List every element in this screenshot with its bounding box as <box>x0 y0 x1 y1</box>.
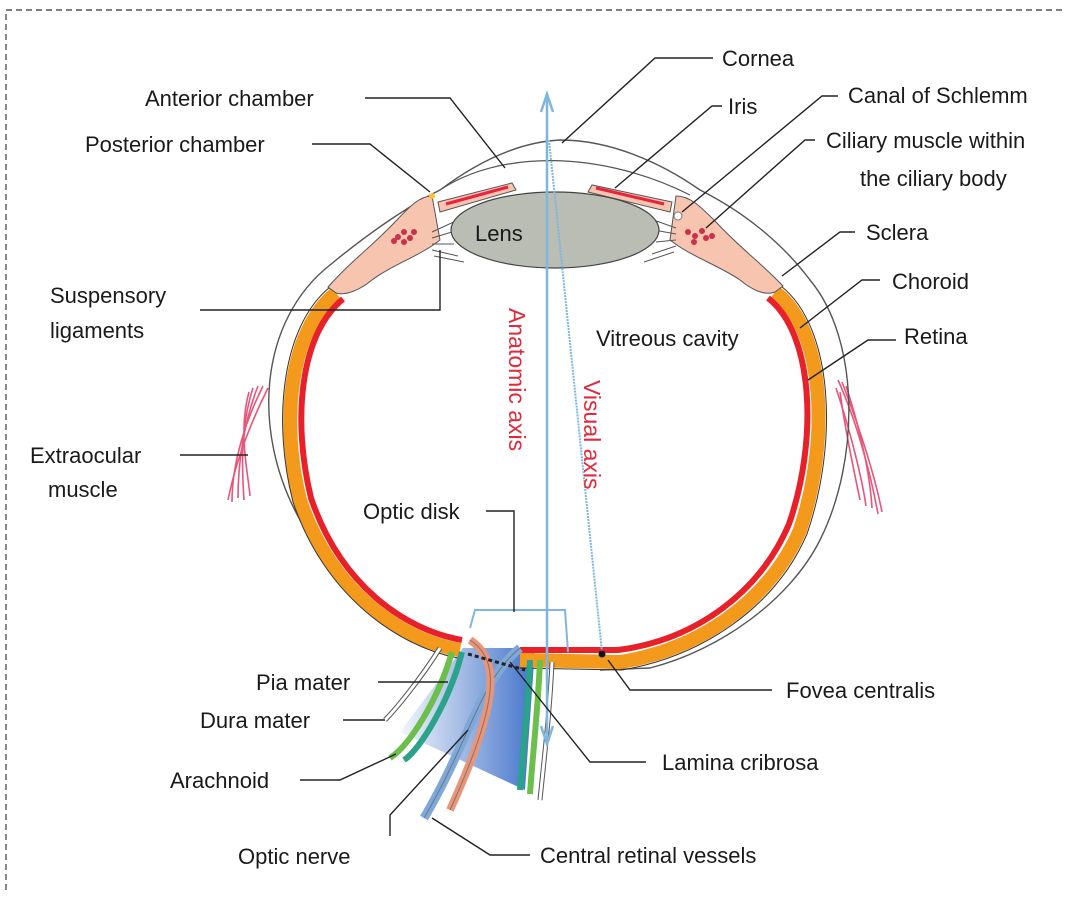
posterior-chamber-label: Posterior chamber <box>85 132 265 157</box>
retina-layer <box>301 299 462 640</box>
sclera-label: Sclera <box>866 220 929 245</box>
extraocular-muscle-left <box>228 386 268 502</box>
canal-of-schlemm-mark <box>674 212 682 220</box>
retina-label: Retina <box>904 324 968 349</box>
visual-axis-label: Visual axis <box>579 380 605 490</box>
ciliary-muscle-label-1: Ciliary muscle within <box>826 128 1025 153</box>
pia-mater-label: Pia mater <box>256 670 350 695</box>
optic-disk-label: Optic disk <box>363 499 461 524</box>
lamina-cribrosa-label: Lamina cribrosa <box>662 750 819 775</box>
suspensory-ligaments-label-1: Suspensory <box>50 283 166 308</box>
vitreous-cavity-label: Vitreous cavity <box>596 326 739 351</box>
iris-label: Iris <box>728 94 757 119</box>
optic-disk-bracket <box>470 610 568 652</box>
cornea-label: Cornea <box>722 46 795 71</box>
canal-of-schlemm-label: Canal of Schlemm <box>848 83 1028 108</box>
anatomic-axis-label: Anatomic axis <box>504 308 530 451</box>
fovea-point <box>599 651 606 658</box>
anterior-chamber-label: Anterior chamber <box>145 86 314 111</box>
ciliary-body-left <box>328 196 440 294</box>
extraocular-muscle-right <box>836 380 882 514</box>
ciliary-muscle-label-2: the ciliary body <box>860 166 1007 191</box>
fovea-centralis-label: Fovea centralis <box>786 678 935 703</box>
optic-nerve-label: Optic nerve <box>238 844 351 869</box>
extraocular-muscle-label-2: muscle <box>48 477 118 502</box>
arachnoid-label: Arachnoid <box>170 768 269 793</box>
central-retinal-vessels-label: Central retinal vessels <box>540 843 756 868</box>
extraocular-muscle-label-1: Extraocular <box>30 443 141 468</box>
choroid-label: Choroid <box>892 269 969 294</box>
dura-mater-label: Dura mater <box>200 708 310 733</box>
posterior-chamber-mark <box>429 193 435 199</box>
lens-label: Lens <box>475 221 523 246</box>
suspensory-ligaments-label-2: ligaments <box>50 318 144 343</box>
